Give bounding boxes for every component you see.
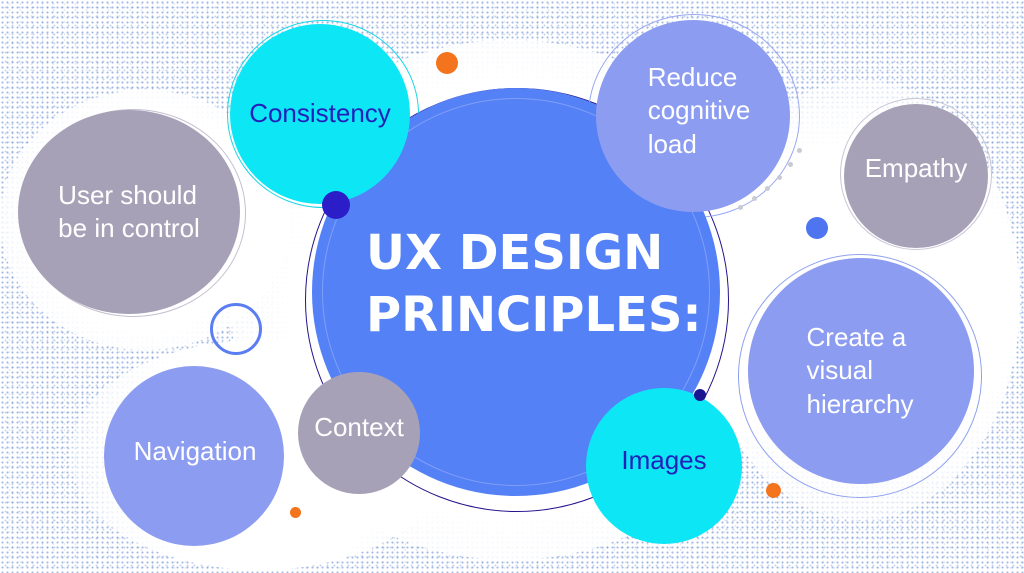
bubble-images: Images bbox=[586, 388, 742, 544]
empathy-label: Empathy bbox=[864, 153, 968, 184]
orange-dot bbox=[436, 52, 458, 74]
center-inner-ring bbox=[322, 98, 710, 486]
navy-small-dot bbox=[694, 389, 706, 401]
navigation-label: Navigation bbox=[133, 436, 257, 467]
grey-dot bbox=[797, 148, 802, 153]
orange-dot bbox=[766, 483, 781, 498]
grey-dot bbox=[788, 162, 793, 167]
bubble-visual-hierarchy: Create a visual hierarchy bbox=[748, 258, 974, 484]
images-label: Images bbox=[621, 445, 707, 476]
bubble-empathy: Empathy bbox=[844, 104, 988, 248]
bubble-navigation: Navigation bbox=[104, 366, 284, 546]
bubble-context: Context bbox=[298, 372, 420, 494]
user-control-label: User should be in control bbox=[58, 179, 200, 243]
visual-hierarchy-label: Create a visual hierarchy bbox=[806, 322, 914, 419]
decorative-ring bbox=[210, 303, 262, 355]
diagram-title: UX DESIGN PRINCIPLES: bbox=[366, 225, 702, 343]
orange-dot bbox=[290, 507, 301, 518]
reduce-load-label: Reduce cognitive load bbox=[647, 62, 751, 159]
hierarchy-outline-ring bbox=[738, 254, 982, 498]
grey-dot bbox=[738, 205, 743, 210]
bubble-reduce-cognitive-load: Reduce cognitive load bbox=[596, 20, 790, 212]
context-label: Context bbox=[314, 412, 404, 443]
navy-accent-dot bbox=[322, 191, 350, 219]
bubble-consistency: Consistency bbox=[230, 24, 410, 204]
grey-dot bbox=[765, 186, 770, 191]
bubble-user-control: User should be in control bbox=[18, 110, 240, 314]
blue-dot bbox=[806, 217, 828, 239]
empathy-outline-ring bbox=[840, 98, 992, 250]
consistency-label: Consistency bbox=[249, 98, 391, 129]
grey-dot bbox=[777, 175, 782, 180]
grey-dot bbox=[752, 196, 757, 201]
